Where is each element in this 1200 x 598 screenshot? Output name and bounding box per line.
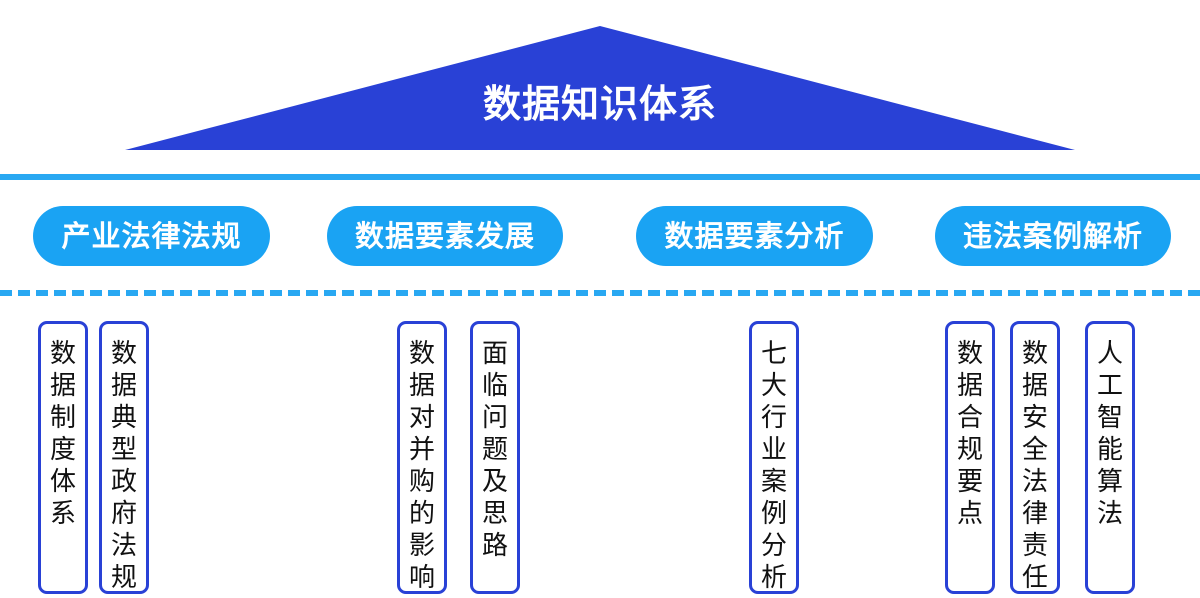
item-box: 数据合规要点	[945, 321, 995, 594]
item-box: 数据制度体系	[38, 321, 88, 594]
item-box: 数据对并购的影响	[397, 321, 447, 594]
solid-divider	[0, 174, 1200, 180]
roof-triangle	[125, 26, 1075, 150]
category-pill-2: 数据要素发展	[327, 206, 563, 266]
item-label: 数据对并购的影响	[408, 339, 435, 593]
item-label: 七大行业案例分析	[760, 339, 787, 593]
category-pill-1: 产业法律法规	[33, 206, 270, 266]
item-box: 七大行业案例分析	[749, 321, 799, 594]
diagram-title: 数据知识体系	[482, 82, 717, 126]
item-label: 面临问题及思路	[481, 339, 508, 561]
item-label: 数据合规要点	[956, 339, 983, 529]
item-box: 数据安全法律责任	[1010, 321, 1060, 594]
item-box: 面临问题及思路	[470, 321, 520, 594]
item-label: 数据安全法律责任	[1021, 339, 1048, 593]
category-pill-3: 数据要素分析	[636, 206, 873, 266]
dashed-divider	[0, 290, 1200, 296]
item-box: 数据典型政府法规	[99, 321, 149, 594]
item-label: 人工智能算法	[1096, 339, 1123, 529]
category-pill-4: 违法案例解析	[935, 206, 1171, 266]
item-label: 数据典型政府法规	[110, 339, 137, 593]
item-label: 数据制度体系	[49, 339, 76, 529]
item-box: 人工智能算法	[1085, 321, 1135, 594]
